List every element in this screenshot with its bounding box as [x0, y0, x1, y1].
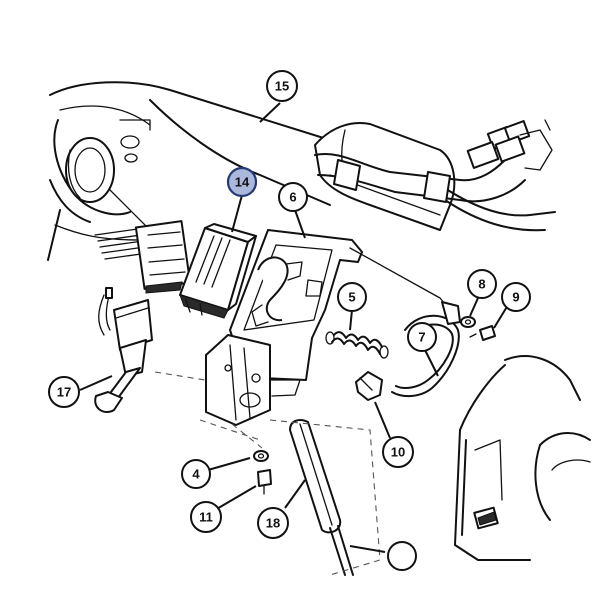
callout-partial	[387, 541, 417, 571]
cable-7	[349, 247, 461, 398]
callout-10: 10	[382, 436, 414, 468]
wiring-harness	[314, 119, 556, 232]
callout-6: 6	[278, 182, 308, 212]
lever-17	[94, 287, 153, 414]
mounting-bracket-6	[205, 229, 363, 426]
callout-10-label: 10	[391, 445, 405, 460]
tilt-lever-18	[289, 419, 354, 576]
callout-9: 9	[501, 282, 531, 312]
switch-module-14	[179, 223, 257, 319]
callout-4: 4	[181, 459, 211, 489]
callout-14: 14	[226, 166, 258, 198]
callout-7: 7	[407, 322, 437, 352]
steering-column-housing	[47, 81, 456, 261]
callout-5-label: 5	[348, 290, 355, 305]
callout-15-label: 15	[275, 79, 289, 94]
callout-11: 11	[190, 501, 222, 533]
leader-lines	[79, 102, 509, 553]
washer-8	[460, 316, 476, 328]
callout-9-label: 9	[512, 290, 519, 305]
callout-11-label: 11	[199, 510, 213, 525]
callout-6-label: 6	[289, 190, 296, 205]
callout-17: 17	[48, 376, 80, 408]
washer-4	[253, 450, 269, 462]
callout-7-label: 7	[418, 330, 425, 345]
screw-11	[257, 469, 272, 495]
clip-10	[355, 371, 383, 401]
callout-15: 15	[266, 70, 298, 102]
spring-5	[325, 331, 389, 359]
callout-8: 8	[467, 269, 497, 299]
callout-8-label: 8	[478, 277, 485, 292]
callout-5: 5	[337, 282, 367, 312]
callout-18-label: 18	[266, 516, 280, 531]
callout-14-label: 14	[235, 175, 250, 190]
callout-17-label: 17	[57, 385, 71, 400]
callout-4-label: 4	[192, 467, 200, 482]
phantom-lines	[154, 371, 381, 576]
dash-panel	[454, 355, 591, 561]
switch-wire-bundle	[94, 220, 192, 294]
callout-18: 18	[257, 507, 289, 539]
screw-9	[469, 325, 496, 341]
